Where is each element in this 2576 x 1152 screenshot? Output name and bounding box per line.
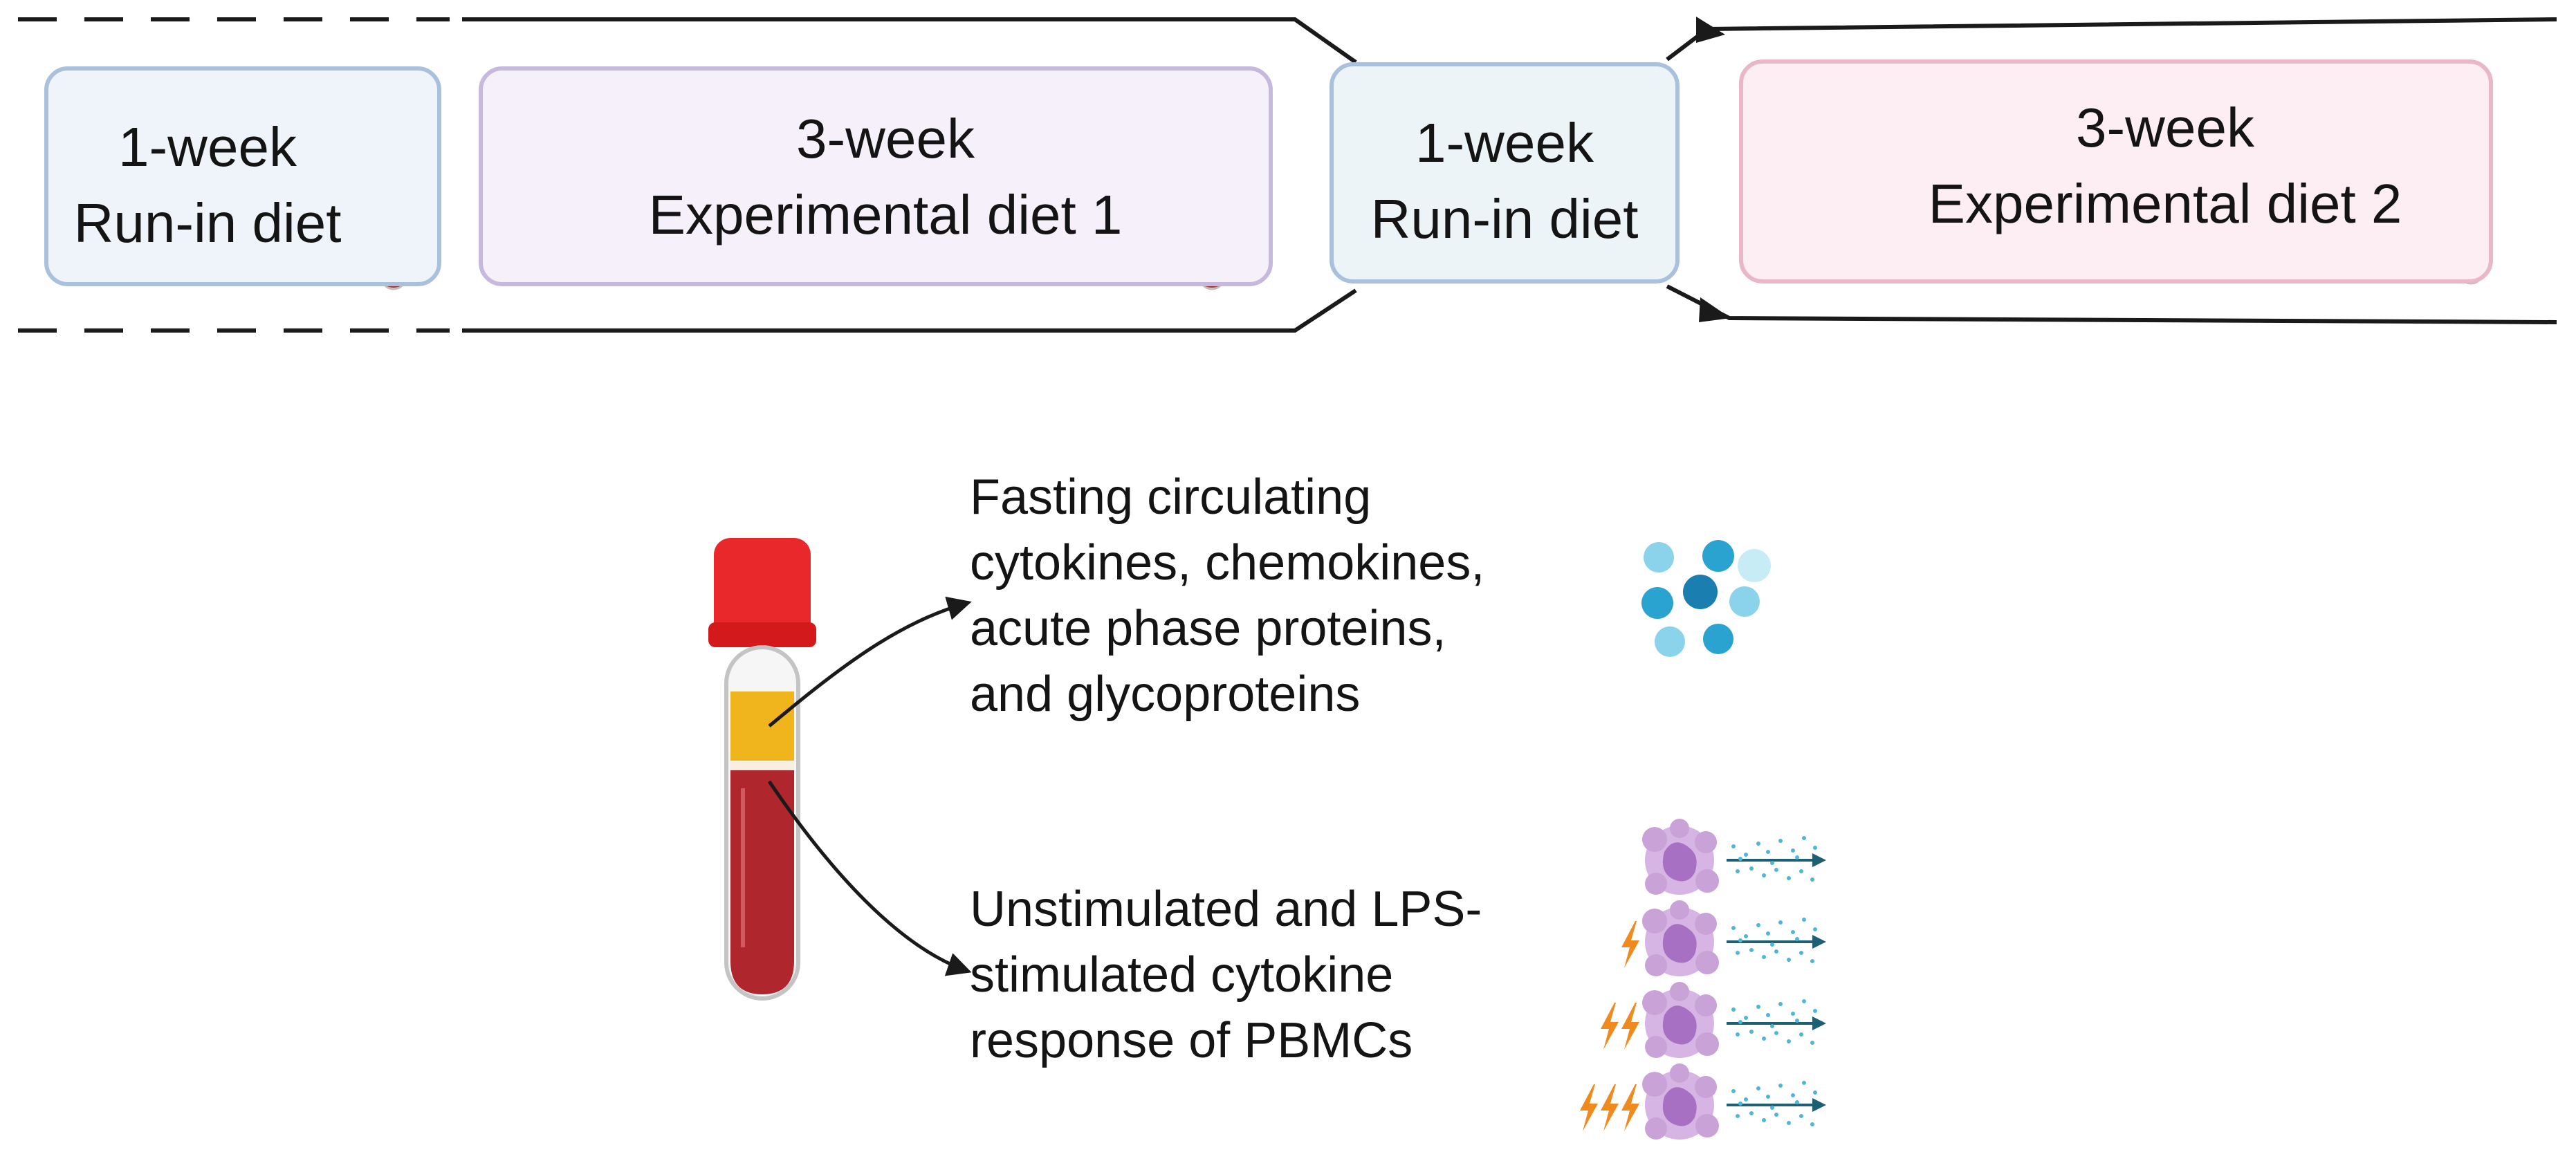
phase-duration: 1-week	[1415, 112, 1594, 174]
phase-label-experimental-1: 3-week Experimental diet 1	[629, 101, 1141, 253]
cytokine-secretion-icon	[1727, 918, 1823, 963]
text-line: response of PBMCs	[970, 1013, 1413, 1068]
lps-lightning-icon	[1621, 1084, 1639, 1131]
phase-box-experimental-2	[1739, 59, 2493, 284]
bottom-line-diet2	[1666, 284, 2557, 324]
protein-particles-icon	[1641, 540, 1771, 657]
large-blood-tube-icon	[708, 538, 816, 1001]
phase-box-washout	[1330, 62, 1680, 284]
phase-duration: 3-week	[2076, 97, 2254, 158]
phase-duration: 3-week	[796, 108, 975, 169]
text-line: and glycoproteins	[970, 667, 1361, 722]
lps-lightning-icon	[1601, 1084, 1619, 1131]
text-line: acute phase proteins,	[970, 601, 1446, 656]
lps-lightning-icon	[1621, 921, 1639, 968]
phase-label-experimental-2: 3-week Experimental diet 2	[1888, 90, 2442, 242]
phase-name: Run-in diet	[1370, 188, 1639, 250]
lps-lightning-icon	[1621, 1003, 1639, 1050]
circulating-markers-text: Fasting circulating cytokines, chemokine…	[970, 465, 1620, 727]
text-line: Unstimulated and LPS-	[970, 882, 1482, 937]
cytokine-secretion-icon	[1727, 836, 1823, 882]
pbmc-row	[1601, 982, 1823, 1058]
pbmc-row	[1580, 1063, 1823, 1140]
text-line: cytokines, chemokines,	[970, 535, 1485, 591]
phase-name: Experimental diet 1	[648, 184, 1123, 245]
arrow-to-circulating	[768, 596, 972, 727]
top-line-diet1	[462, 17, 1357, 64]
cytokine-secretion-icon	[1727, 999, 1823, 1045]
pbmc-cell-icon	[1642, 982, 1719, 1058]
bottom-line-diet1	[462, 288, 1357, 333]
pbmc-row	[1621, 900, 1823, 976]
pbmc-cell-icon	[1642, 900, 1719, 976]
lps-lightning-icon	[1580, 1084, 1598, 1131]
phase-label-run-in-1: 1-week Run-in diet	[48, 109, 367, 261]
phase-name: Run-in diet	[73, 192, 342, 254]
text-line: Fasting circulating	[970, 470, 1372, 525]
cytokine-secretion-icon	[1727, 1081, 1823, 1126]
pbmc-response-text: Unstimulated and LPS- stimulated cytokin…	[970, 877, 1606, 1074]
phase-box-experimental-1	[479, 66, 1273, 286]
pbmc-cell-icon	[1642, 1063, 1719, 1140]
phase-box-run-in-1	[44, 66, 441, 286]
pbmc-cell-icon	[1642, 819, 1719, 895]
pbmc-row	[1642, 819, 1823, 895]
phase-duration: 1-week	[118, 116, 297, 178]
arrow-to-pbmc	[767, 780, 972, 976]
phase-label-washout: 1-week Run-in diet	[1335, 105, 1674, 257]
text-line: stimulated cytokine	[970, 947, 1394, 1003]
crossover-arrowhead-top	[1696, 17, 1725, 43]
phase-name: Experimental diet 2	[1928, 173, 2402, 234]
crossover-arrowhead-bottom	[1699, 297, 1731, 322]
top-line-diet2	[1666, 17, 2557, 62]
pbmc-stimulation-icon	[1580, 819, 1823, 1140]
